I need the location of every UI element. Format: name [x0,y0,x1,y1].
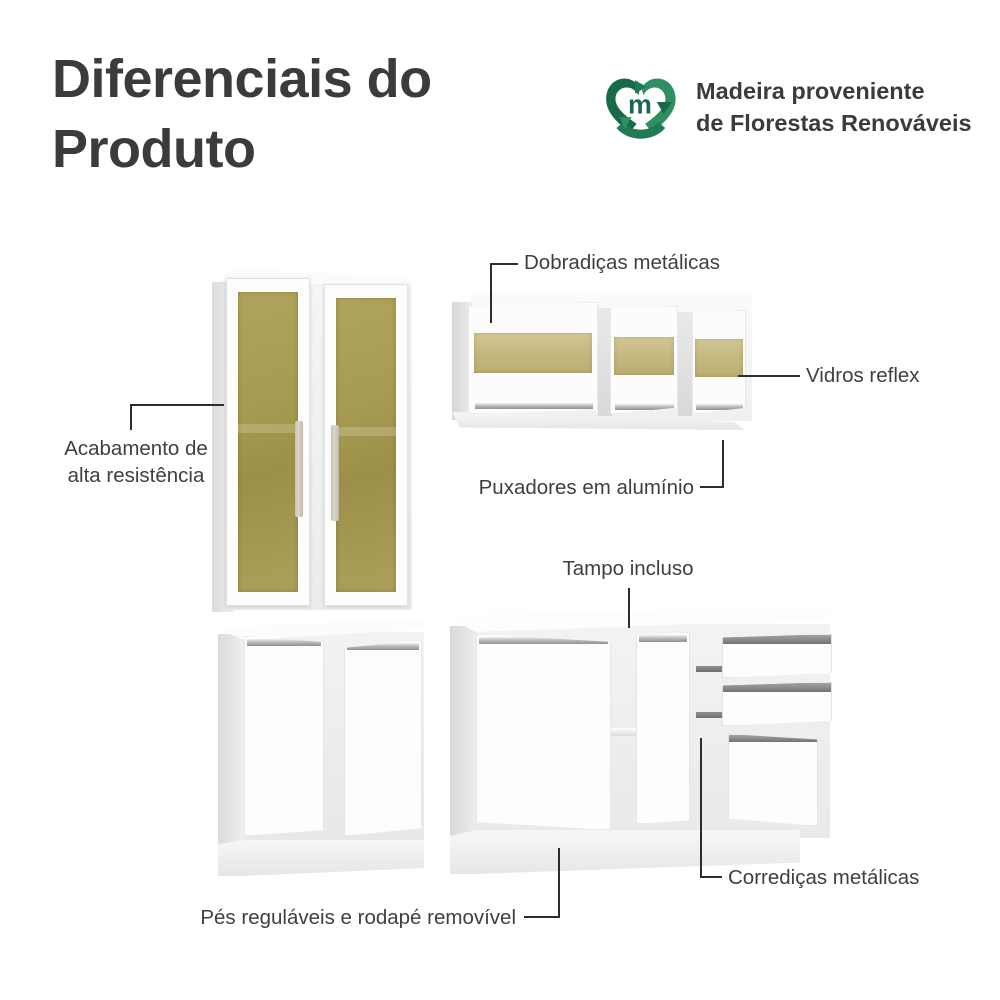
base-large-drawer-1 [722,634,832,678]
annotation-corredicas: Corrediças metálicas [728,866,920,889]
base-large-drawer-slide [729,735,817,742]
wall-cabinet-door-3 [692,310,746,414]
illustration-base-cabinet-small [218,618,424,876]
wall-cabinet-handle [475,403,593,409]
base-large-drawer-2 [722,682,832,726]
leader-line-dobradicas-stub [490,263,492,323]
wall-cabinet-side-panel [452,302,472,420]
illustration-wall-cabinet [452,288,752,448]
wall-cabinet-glass-panel [474,333,592,373]
wall-cabinet-handle [696,404,743,410]
logo-letter: m [628,90,652,120]
base-small-handle [247,639,321,646]
annotation-dobradicas: Dobradiças metálicas [524,251,720,274]
wall-cabinet-gap [678,312,692,416]
leader-line-puxadores [700,486,724,488]
base-small-handle [347,643,419,650]
base-small-door-right [344,640,422,836]
annotation-acabamento: Acabamento de alta resistência [64,437,208,487]
base-large-drawer-slide [723,635,831,644]
leader-line-corredicas-stub [700,738,702,878]
illustration-tall-glass-cabinet [212,268,412,620]
base-small-plinth [218,840,424,876]
base-large-handle [639,635,687,642]
wall-cabinet-door-2 [610,306,678,414]
leader-line-acabamento [130,404,224,406]
leader-line-acabamento-stub [130,404,132,430]
leader-line-tampo [628,588,630,628]
leader-line-vidros [738,375,800,377]
leader-line-puxadores-stub [722,440,724,488]
wall-cabinet-glass-panel [613,337,675,375]
leader-line-dobradicas [490,263,518,265]
illustration-base-cabinet-large [450,608,832,876]
annotation-tampo: Tampo incluso [562,557,694,580]
tall-cabinet-door-right [324,284,408,606]
leader-line-pes [524,916,560,918]
wall-cabinet-door-1 [468,302,598,414]
annotation-pes: Pés reguláveis e rodapé removível [200,906,516,929]
base-large-door-1 [476,634,611,830]
certification-text: Madeira proveniente de Florestas Renováv… [696,77,972,136]
base-small-door-left [244,636,324,836]
tall-cabinet-glass-panel [238,292,298,592]
certification-badge: m Madeira proveniente de Florestas Renov… [598,62,988,152]
wall-cabinet-handle [615,404,674,410]
leader-line-corredicas [700,876,722,878]
page-title: Diferenciais do Produto [52,49,432,180]
leader-line-pes-stub [558,848,560,918]
tall-cabinet-handle [331,425,339,521]
annotation-vidros: Vidros reflex [806,364,920,387]
base-large-side-panel [450,626,476,838]
tall-cabinet-door-left [226,278,310,606]
wall-cabinet-glass-panel [695,339,743,377]
base-large-drawer-slide [723,683,831,692]
base-small-side-panel [218,634,244,846]
annotation-puxadores: Puxadores em alumínio [478,476,694,499]
wall-cabinet-gap [598,308,612,416]
base-large-drawer-3 [728,734,818,826]
recycle-heart-logo-icon: m [606,78,676,139]
base-large-handle [479,637,608,644]
tall-cabinet-glass-panel [336,298,396,592]
tall-cabinet-handle [295,421,303,517]
base-large-door-2 [636,632,690,824]
